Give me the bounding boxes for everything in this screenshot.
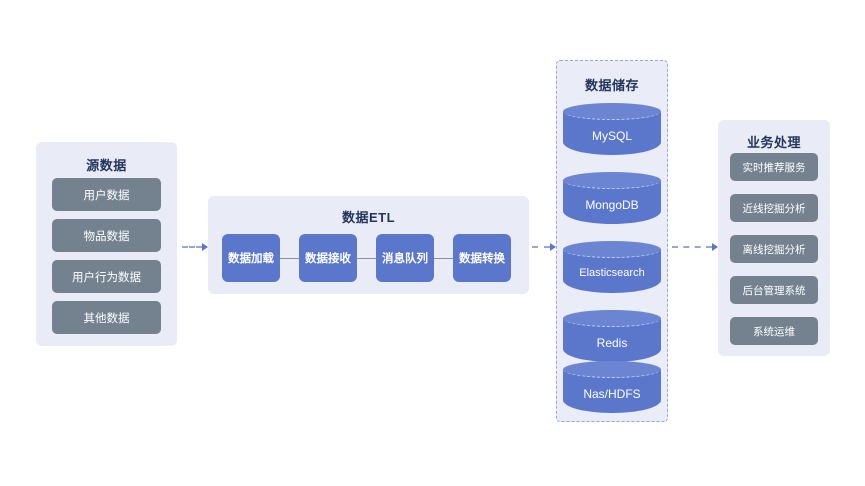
etl-step-data-transform[interactable]: 数据转换 (453, 234, 511, 282)
etl-step-data-load[interactable]: 数据加载 (222, 234, 280, 282)
etl-step-row: 数据加载 数据接收 消息队列 数据转换 (208, 234, 529, 282)
connector-line (182, 246, 202, 248)
business-item-admin-system[interactable]: 后台管理系统 (730, 276, 818, 304)
storage-label-mongodb: MongoDB (585, 198, 639, 212)
data-etl-panel: 数据ETL 数据加载 数据接收 消息队列 数据转换 (208, 196, 529, 294)
connector-line (672, 246, 712, 248)
etl-step-message-queue[interactable]: 消息队列 (376, 234, 434, 282)
arrowhead-icon (202, 243, 208, 251)
connector-source-to-etl (182, 242, 210, 252)
arrowhead-icon (550, 243, 556, 251)
cylinder-top-ellipse (563, 310, 661, 327)
cylinder-top-ellipse (563, 361, 661, 378)
business-item-system-ops[interactable]: 系统运维 (730, 317, 818, 345)
data-storage-title: 数据储存 (584, 78, 639, 93)
business-processing-panel: 业务处理 实时推荐服务 近线挖掘分析 离线挖掘分析 后台管理系统 系统运维 (718, 120, 830, 356)
source-data-panel: 源数据 用户数据 物品数据 用户行为数据 其他数据 (36, 142, 177, 346)
storage-label-redis: Redis (596, 336, 628, 350)
storage-cylinder-mysql[interactable]: MySQL (563, 103, 661, 159)
connector-line (532, 246, 550, 248)
source-data-title: 源数据 (86, 158, 127, 173)
storage-label-mysql: MySQL (591, 129, 632, 143)
business-processing-title: 业务处理 (746, 135, 801, 150)
storage-cylinder-redis[interactable]: Redis (563, 310, 661, 366)
connector-etl-to-storage (532, 242, 558, 252)
arrow-shaft (280, 257, 305, 259)
source-item-behavior-data[interactable]: 用户行为数据 (52, 260, 161, 293)
source-item-item-data[interactable]: 物品数据 (52, 219, 161, 252)
storage-cylinder-nas-hdfs[interactable]: Nas/HDFS (563, 361, 661, 417)
etl-step-data-receive[interactable]: 数据接收 (299, 234, 357, 282)
business-item-nearline-mining[interactable]: 近线挖掘分析 (730, 194, 818, 222)
source-item-user-data[interactable]: 用户数据 (52, 178, 161, 211)
arrow-shaft (434, 257, 459, 259)
source-item-other-data[interactable]: 其他数据 (52, 301, 161, 334)
business-item-offline-mining[interactable]: 离线挖掘分析 (730, 235, 818, 263)
cylinder-top-ellipse (563, 241, 661, 258)
storage-label-elasticsearch: Elasticsearch (579, 267, 645, 279)
arrow-shaft (357, 257, 382, 259)
business-item-realtime-recommend[interactable]: 实时推荐服务 (730, 153, 818, 181)
data-etl-title: 数据ETL (341, 210, 396, 225)
data-storage-panel: 数据储存 MySQL MongoDB Elasticsearch Redis N… (556, 60, 668, 422)
storage-cylinder-elasticsearch[interactable]: Elasticsearch (563, 241, 661, 297)
cylinder-top-ellipse (563, 103, 661, 120)
storage-label-nas-hdfs: Nas/HDFS (583, 387, 641, 401)
connector-storage-to-business (672, 242, 720, 252)
arrowhead-icon (712, 243, 718, 251)
storage-cylinder-mongodb[interactable]: MongoDB (563, 172, 661, 228)
cylinder-top-ellipse (563, 172, 661, 189)
